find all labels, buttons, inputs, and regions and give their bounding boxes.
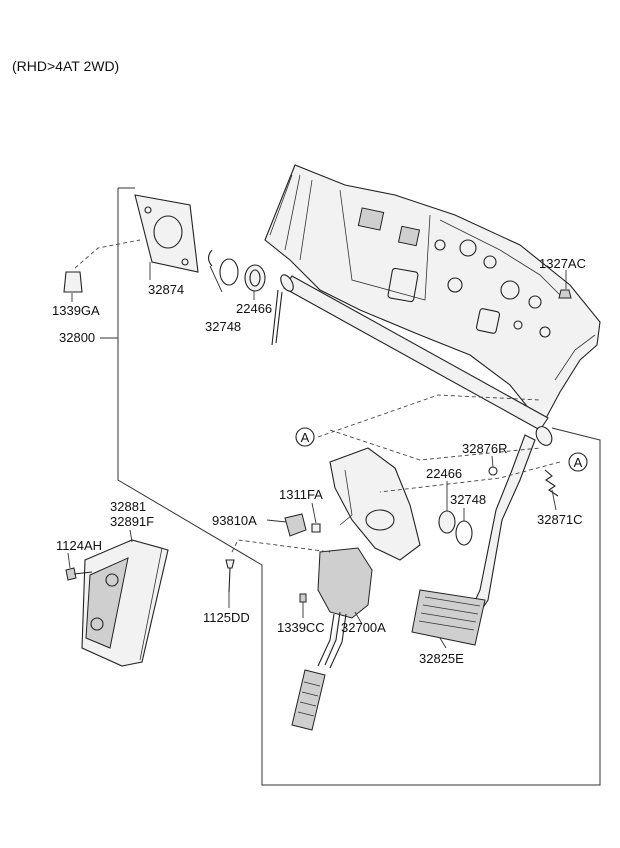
callout-a-left: A: [295, 427, 315, 447]
brake-pedal-pad-32825E: [411, 589, 486, 646]
label-32800: 32800: [59, 330, 95, 345]
stopper-32876R: [488, 466, 498, 476]
nut-1339GA: [63, 239, 141, 293]
label-1125DD: 1125DD: [203, 610, 250, 625]
callout-a-right: A: [568, 452, 588, 472]
label-93810A: 93810A: [212, 513, 257, 528]
label-22466-top: 22466: [236, 301, 272, 316]
callout-a-right-text: A: [574, 455, 583, 470]
label-1327AC: 1327AC: [539, 256, 586, 271]
ring-32748-mid: [455, 520, 473, 546]
bolt-1339CC: [299, 593, 307, 603]
assembly-frame: [117, 187, 601, 786]
label-32891F: 32891F: [110, 514, 154, 529]
label-32748-mid: 32748: [450, 492, 486, 507]
bushing-22466-mid: [438, 510, 456, 534]
label-1339GA: 1339GA: [52, 303, 100, 318]
bolt-1125DD: [225, 539, 331, 593]
label-32881: 32881: [110, 499, 146, 514]
brake-pedal-arm: [469, 434, 536, 616]
accelerator-module-32700A: [317, 547, 373, 669]
variant-title: (RHD>4AT 2WD): [12, 58, 120, 74]
bushing-22466-top: [244, 264, 266, 292]
accelerator-bracket: [329, 447, 421, 561]
label-32700A: 32700A: [341, 620, 386, 635]
nut-1311FA: [311, 502, 321, 533]
label-32748-top: 32748: [205, 319, 241, 334]
clip-1124AH: [65, 567, 93, 581]
reference-lines-a: [317, 394, 561, 493]
label-1311FA: 1311FA: [279, 487, 323, 502]
leader-lines: [67, 262, 557, 649]
label-22466-mid: 22466: [426, 466, 462, 481]
clip-32748-top: [207, 249, 213, 267]
dash-panel: [264, 164, 601, 421]
spring-32871C: [544, 469, 559, 497]
sensor-93810A: [266, 513, 307, 537]
label-32876R: 32876R: [462, 441, 508, 456]
foot-rest-32881: [81, 539, 169, 667]
label-1339CC: 1339CC: [277, 620, 325, 635]
label-1124AH: 1124AH: [56, 538, 102, 553]
accelerator-pedal-pad: [291, 669, 326, 731]
pivot-shaft: [271, 274, 553, 446]
ring-32748-top: [219, 258, 239, 286]
bracket-plate-32874: [134, 194, 199, 273]
label-32825E: 32825E: [419, 651, 464, 666]
callout-a-left-text: A: [301, 430, 310, 445]
nut-1327AC: [558, 270, 572, 299]
label-32871C: 32871C: [537, 512, 583, 527]
label-32874: 32874: [148, 282, 184, 297]
